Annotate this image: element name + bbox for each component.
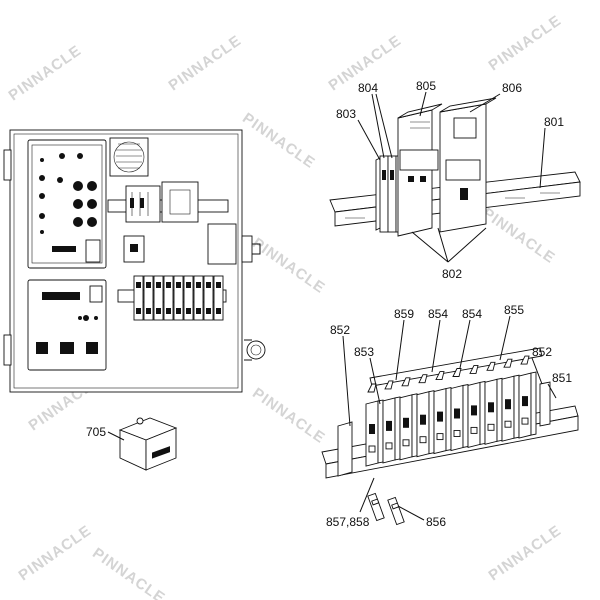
circuit-breaker: [484, 361, 503, 445]
callout-805: 805: [416, 79, 436, 93]
small-relay: [123, 235, 145, 263]
callout-labels: 705 801 802 803 804 805 806 851 852 852 …: [86, 79, 572, 529]
fuses-856: [367, 492, 405, 526]
callout-851: 851: [552, 371, 572, 385]
power-supply-805: [397, 103, 443, 237]
terminal-block: [153, 275, 164, 321]
breaker-assembly-851: [321, 347, 579, 526]
terminal-block: [213, 275, 224, 321]
callout-856: 856: [426, 515, 446, 529]
part-705-transformer: [118, 417, 178, 471]
control-board: [27, 279, 107, 371]
callout-853: 853: [354, 345, 374, 359]
watermark: PINNACLE: [166, 32, 245, 94]
leader-lines: [107, 91, 557, 521]
callout-852-left: 852: [330, 323, 350, 337]
callout-804: 804: [358, 81, 378, 95]
circuit-breaker: [365, 383, 384, 467]
callout-854-a: 854: [428, 307, 448, 321]
terminal-block: [193, 275, 204, 321]
fan: [109, 137, 149, 177]
callout-857-858: 857,858: [326, 515, 370, 529]
callout-803: 803: [336, 107, 356, 121]
terminal-block: [143, 275, 154, 321]
watermark: PINNACLE: [249, 235, 328, 297]
callout-855: 855: [504, 303, 524, 317]
callout-854-b: 854: [462, 307, 482, 321]
control-enclosure: [3, 129, 266, 393]
terminal-block: [183, 275, 194, 321]
watermark: PINNACLE: [479, 205, 558, 267]
watermark: PINNACLE: [6, 42, 85, 104]
circuit-breaker: [467, 364, 486, 448]
callout-802: 802: [442, 267, 462, 281]
circuit-breaker: [433, 371, 452, 455]
watermark: PINNACLE: [486, 12, 565, 74]
circuit-breaker: [399, 377, 418, 461]
terminal-block: [203, 275, 214, 321]
circuit-breaker: [382, 380, 401, 464]
circuit-breaker: [501, 358, 520, 442]
callout-806: 806: [502, 81, 522, 95]
watermark: PINNACLE: [249, 385, 328, 447]
watermark: PINNACLE: [239, 110, 318, 172]
callout-859: 859: [394, 307, 414, 321]
terminal-block: [163, 275, 174, 321]
module-806: [439, 97, 497, 233]
callout-801: 801: [544, 115, 564, 129]
terminal-block: [133, 275, 144, 321]
circuit-breaker: [518, 355, 537, 439]
callout-705: 705: [86, 425, 106, 439]
watermark: PINNACLE: [89, 545, 168, 600]
din-rail-upper: [107, 181, 237, 265]
watermark: PINNACLE: [16, 522, 95, 584]
circuit-breaker: [450, 368, 469, 452]
controller-module: [27, 139, 107, 269]
din-rail-assembly-801: [329, 97, 581, 237]
terminal-block: [173, 275, 184, 321]
callout-852-right: 852: [532, 345, 552, 359]
circuit-breaker: [416, 374, 435, 458]
terminal-block-row: [117, 275, 227, 321]
watermark: PINNACLE: [486, 522, 565, 584]
